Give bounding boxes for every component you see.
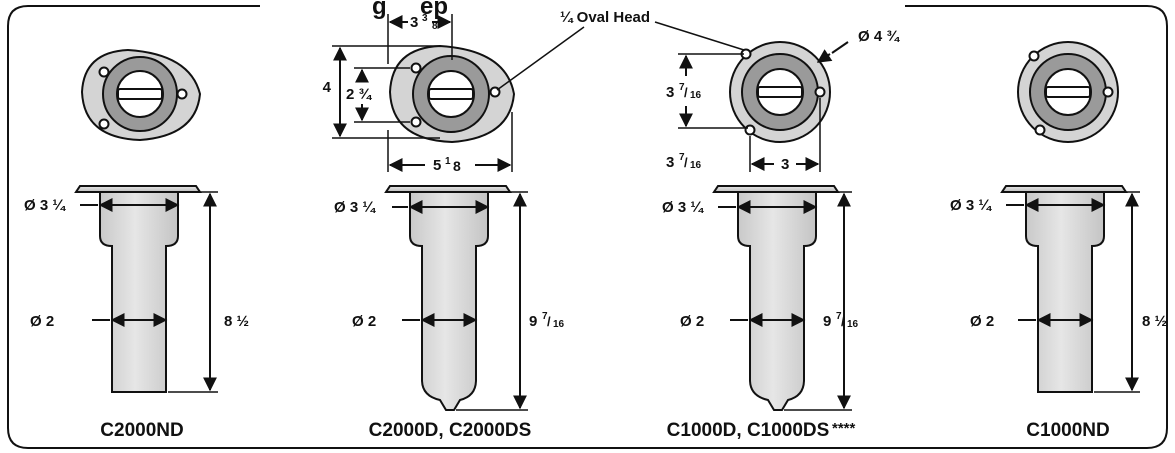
tube-diameter-label: Ø 2 xyxy=(30,313,54,330)
holder-side-view xyxy=(74,185,202,393)
length-label: 8 ½ xyxy=(1142,313,1167,330)
round-flange-top-view xyxy=(729,41,831,143)
oval-flange-top-view xyxy=(388,44,516,144)
length-num: 7 xyxy=(542,311,548,322)
fraction-slash: / xyxy=(684,155,688,170)
screw-hole xyxy=(176,88,188,100)
round-flange-top-view xyxy=(1017,41,1119,143)
length-num: 7 xyxy=(836,311,842,322)
screw-hole xyxy=(410,62,422,74)
height-label: 4 xyxy=(323,79,332,96)
screw-hole xyxy=(410,116,422,128)
product-c1000nd: Ø 3 ¼ Ø 2 8 ½ C1000ND xyxy=(950,41,1167,441)
product-c2000d: 3 3 8 4 2 ¾ 5 1 8 ¼ Oval Head Ø 3 ¼ xyxy=(323,9,650,441)
vertical-spacing-whole: 3 xyxy=(666,84,674,101)
screw-hole xyxy=(744,124,756,136)
model-name: C1000D, C1000DS xyxy=(667,420,830,441)
length-whole: 9 xyxy=(529,313,537,330)
top-width-whole: 3 xyxy=(410,14,418,31)
vertical-spacing-num: 7 xyxy=(679,82,685,93)
fraction-slash: / xyxy=(841,314,845,329)
round-diameter-label: Ø 4 ¾ xyxy=(858,28,900,45)
screw-hole xyxy=(814,86,826,98)
flange-diameter-label: Ø 3 ¼ xyxy=(334,199,376,216)
flange-diameter-label: Ø 3 ¼ xyxy=(24,197,66,214)
lower-spacing-den: 16 xyxy=(690,160,702,171)
oval-head-label: ¼ Oval Head xyxy=(560,9,650,26)
top-width-den: 8 xyxy=(432,21,438,32)
holder-side-view xyxy=(384,185,512,411)
length-den: 16 xyxy=(847,319,859,330)
model-name: C1000ND xyxy=(1026,420,1109,441)
flange-diameter-label: Ø 3 ¼ xyxy=(662,199,704,216)
screw-hole xyxy=(98,118,110,130)
overall-width-num: 1 xyxy=(445,156,451,167)
length-whole: 9 xyxy=(823,313,831,330)
tube-diameter-label: Ø 2 xyxy=(680,313,704,330)
vertical-spacing-den: 16 xyxy=(690,90,702,101)
fraction-slash: / xyxy=(684,85,688,100)
model-suffix: **** xyxy=(832,420,856,437)
fraction-slash: / xyxy=(547,314,551,329)
top-width-num: 3 xyxy=(422,13,428,24)
product-c1000d: Ø 4 ¾ 3 7 / 16 3 7 / 16 3 Ø 3 ¼ Ø 2 xyxy=(654,21,900,441)
product-c2000nd: Ø 3 ¼ Ø 2 8 ½ C2000ND xyxy=(24,48,249,441)
outer-frame xyxy=(7,5,1168,449)
lower-spacing-num: 7 xyxy=(679,152,685,163)
holder-side-view xyxy=(712,185,840,411)
tube-diameter-label: Ø 2 xyxy=(352,313,376,330)
overall-width-whole: 5 xyxy=(433,157,441,174)
holder-side-view xyxy=(1000,185,1128,393)
flange-diameter-label: Ø 3 ¼ xyxy=(950,197,992,214)
overall-width-den: 8 xyxy=(453,158,461,174)
screw-hole xyxy=(1028,50,1040,62)
length-label: 8 ½ xyxy=(224,313,249,330)
tube-diameter-label: Ø 2 xyxy=(970,313,994,330)
hole-spacing-label: 2 ¾ xyxy=(346,86,373,103)
horizontal-spacing-label: 3 xyxy=(781,156,789,173)
screw-hole xyxy=(98,66,110,78)
oval-flange-top-view xyxy=(80,48,202,142)
lower-spacing-whole: 3 xyxy=(666,154,674,171)
model-name: C2000ND xyxy=(100,420,183,441)
screw-hole xyxy=(1034,124,1046,136)
length-den: 16 xyxy=(553,319,565,330)
screw-hole xyxy=(1102,86,1114,98)
model-name: C2000D, C2000DS xyxy=(369,420,532,441)
